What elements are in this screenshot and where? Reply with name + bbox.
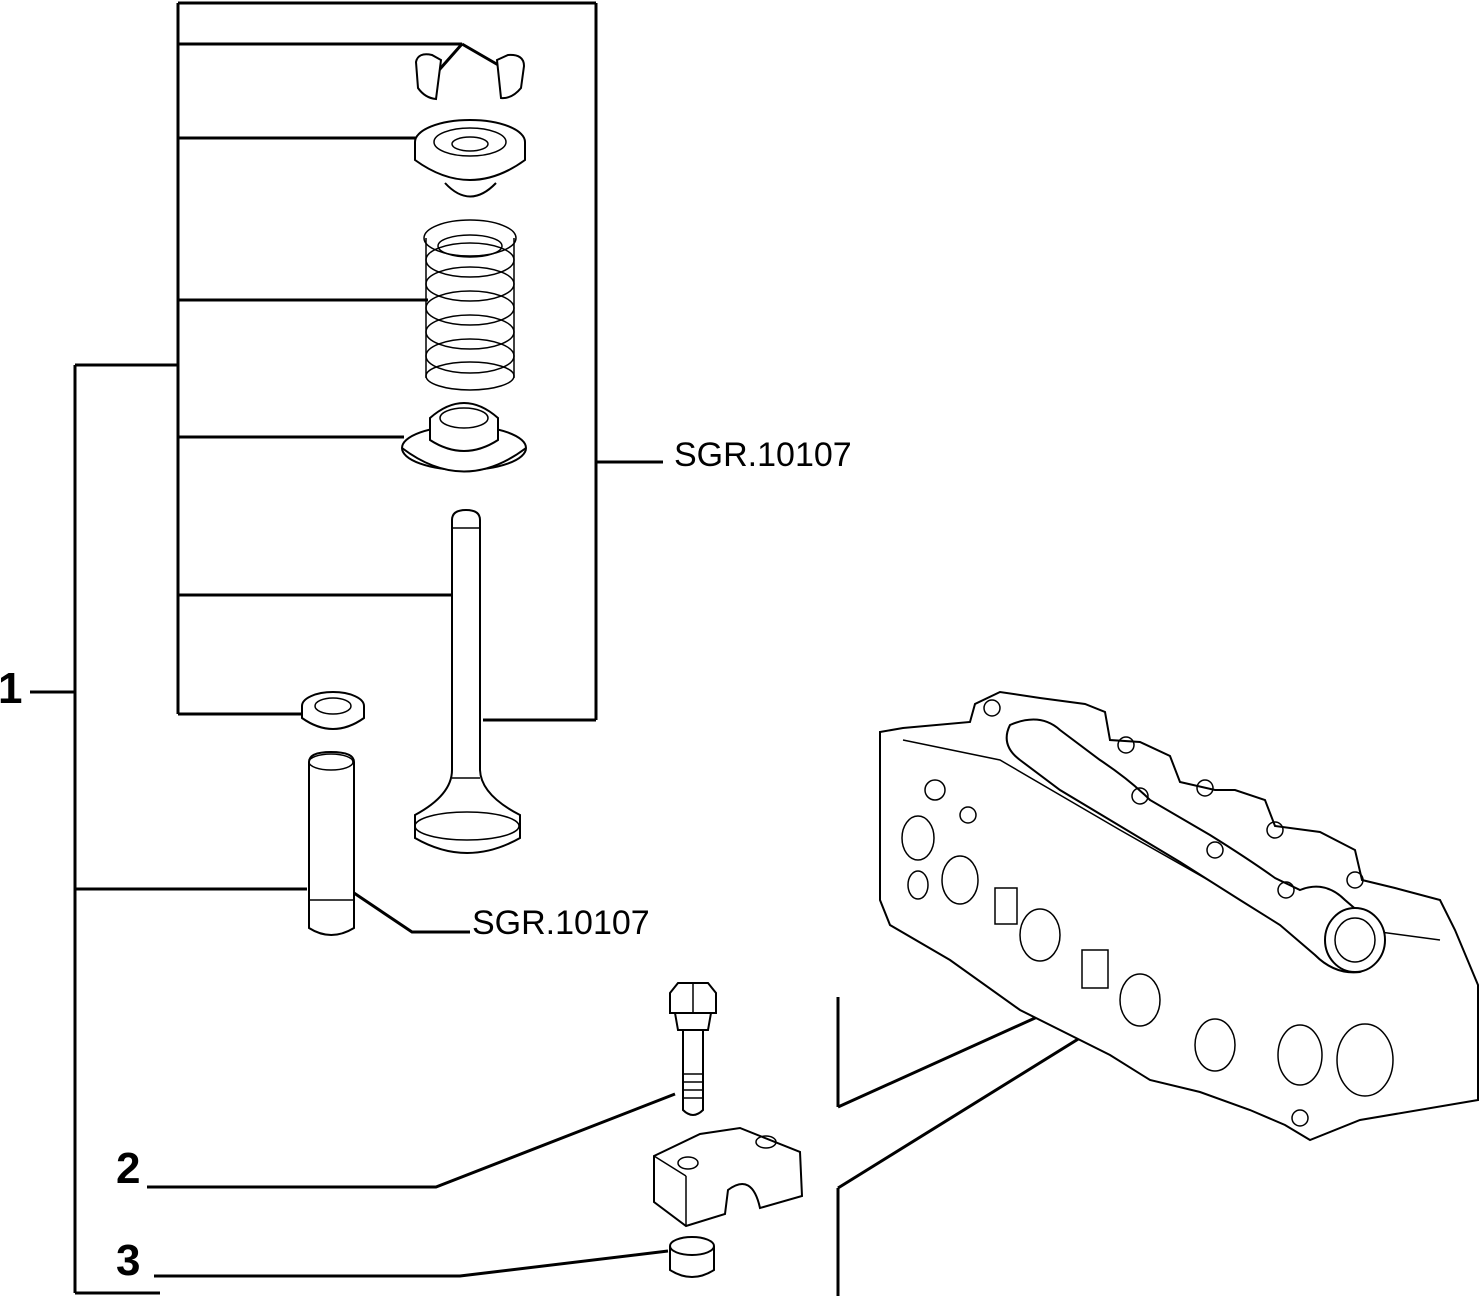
valve-spring: [423, 219, 517, 391]
callout-number-3: 3: [116, 1236, 140, 1285]
valve-collets: [414, 53, 526, 101]
lower-spring-seat: [401, 402, 527, 473]
valve-stem-seal: [301, 691, 365, 730]
upper-spring-retainer: [414, 119, 526, 198]
callout-number-2: 2: [116, 1144, 140, 1193]
ref-label-valve-guide: SGR.10107: [472, 904, 650, 942]
cylinder-head: [879, 690, 1479, 1142]
leader-lines: [30, 1, 1284, 1296]
callout-number-1: 1: [0, 664, 22, 713]
valve: [414, 508, 521, 854]
camshaft-cap-bolt: [669, 982, 717, 1116]
valve-guide: [308, 750, 355, 936]
ref-label-valve-group: SGR.10107: [674, 436, 852, 474]
centering-bush: [669, 1236, 715, 1278]
camshaft-bearing-cap: [653, 1126, 804, 1228]
